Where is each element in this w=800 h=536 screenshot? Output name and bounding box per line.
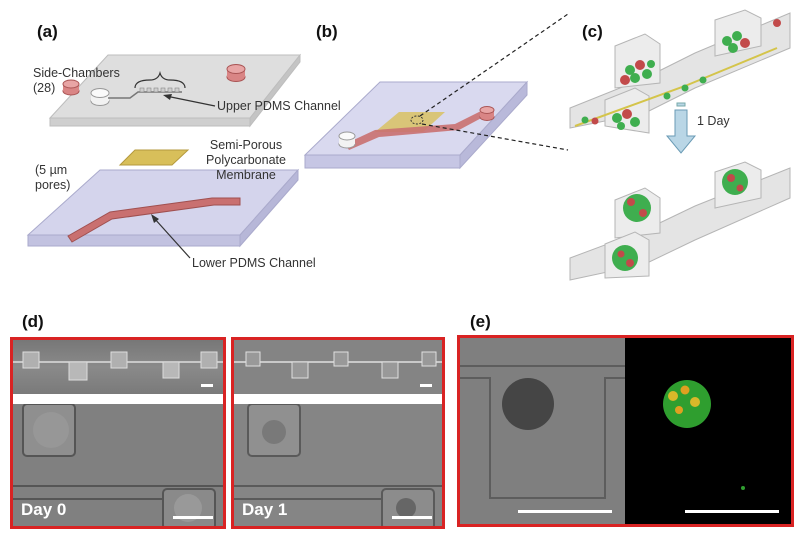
scale-bar-day0-top — [201, 384, 213, 387]
lower-pdms-slab — [26, 168, 300, 248]
upper-outlet-port — [226, 64, 246, 82]
membrane-label-line3: Membrane — [216, 168, 276, 182]
scale-bar-day0-bottom — [173, 516, 213, 519]
micrograph-day1: Day 1 — [231, 337, 445, 529]
chamber-block-day1 — [569, 161, 791, 281]
upper-channel-path — [108, 91, 182, 99]
side-chamber-brace — [134, 70, 186, 89]
panel-d-label: (d) — [22, 312, 44, 331]
side-chamber-port — [62, 79, 80, 96]
membrane-label-line1: Semi-Porous — [209, 138, 283, 152]
lower-channel-label: Lower PDMS Channel — [192, 256, 316, 270]
lower-channel — [67, 197, 241, 243]
day1-label: Day 1 — [242, 500, 288, 519]
spheroid-day1 — [612, 169, 748, 271]
membrane-sheet — [118, 149, 190, 166]
panel-a-label: (a) — [37, 22, 58, 41]
scale-bar-e-right — [685, 510, 779, 513]
micrograph-day1-overview — [234, 340, 442, 394]
side-chamber-row — [139, 87, 180, 93]
micrograph-e — [457, 335, 794, 527]
panel-b-diagram — [303, 80, 529, 170]
micrograph-e-brightfield — [460, 338, 625, 524]
upper-inlet-port — [90, 88, 110, 106]
membrane-label: Semi-Porous Polycarbonate Membrane — [196, 138, 296, 183]
panel-b-label: (b) — [316, 22, 338, 41]
micrograph-day0-zoom — [13, 404, 223, 526]
micrograph-day0: Day 0 — [10, 337, 226, 529]
scale-bar-e-left — [518, 510, 612, 513]
micrograph-e-fluorescence — [625, 338, 791, 524]
panel-e-label: (e) — [470, 312, 491, 331]
zoom-region-marker — [410, 115, 424, 125]
side-chambers-count: (28) — [33, 81, 56, 95]
assembled-outlet-port — [479, 106, 495, 121]
pores-label-line1: (5 µm — [35, 163, 68, 177]
pores-label-line2: pores) — [35, 178, 71, 192]
cell-cluster-day0 — [581, 19, 781, 130]
scale-bar-day1-bottom — [392, 516, 432, 519]
panel-a-diagram — [26, 53, 302, 259]
zoom-lines — [419, 13, 569, 151]
side-chambers-label: Side-Chambers — [33, 66, 120, 80]
scale-bar-day1-top — [420, 384, 432, 387]
micrograph-day1-zoom — [234, 404, 442, 526]
panel-c-diagram — [569, 9, 791, 281]
assembled-lower-channel — [345, 110, 487, 150]
panel-c-label: (c) — [582, 22, 603, 41]
membrane-label-line2: Polycarbonate — [206, 153, 286, 167]
upper-channel-label: Upper PDMS Channel — [217, 99, 341, 113]
time-step-label: 1 Day — [697, 114, 730, 128]
assembled-inlet-port — [338, 131, 356, 149]
micrograph-day0-overview — [13, 340, 223, 394]
day0-label: Day 0 — [21, 500, 67, 519]
down-arrow-icon — [665, 102, 697, 154]
